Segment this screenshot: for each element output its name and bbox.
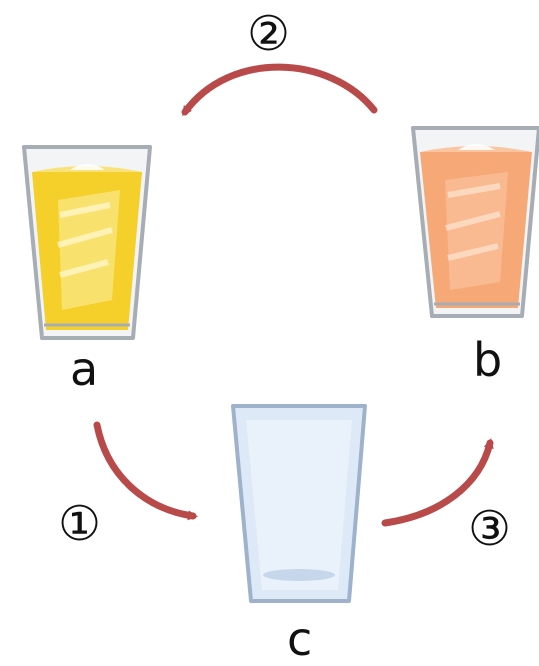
glass-a-label: a — [70, 342, 99, 396]
glass-c-label: c — [287, 612, 313, 666]
glass-c-empty — [231, 404, 367, 603]
arrow-step-1 — [93, 421, 198, 521]
glass-b-label: b — [473, 333, 503, 387]
arrow-step-2 — [181, 63, 378, 117]
step-2-marker: ② — [247, 6, 291, 62]
arrow-step-3 — [381, 438, 494, 527]
glass-a-yellow-juice — [22, 145, 152, 340]
step-3-marker: ③ — [468, 501, 512, 557]
glass-b-orange-juice — [411, 126, 539, 318]
step-1-marker: ① — [58, 496, 102, 552]
